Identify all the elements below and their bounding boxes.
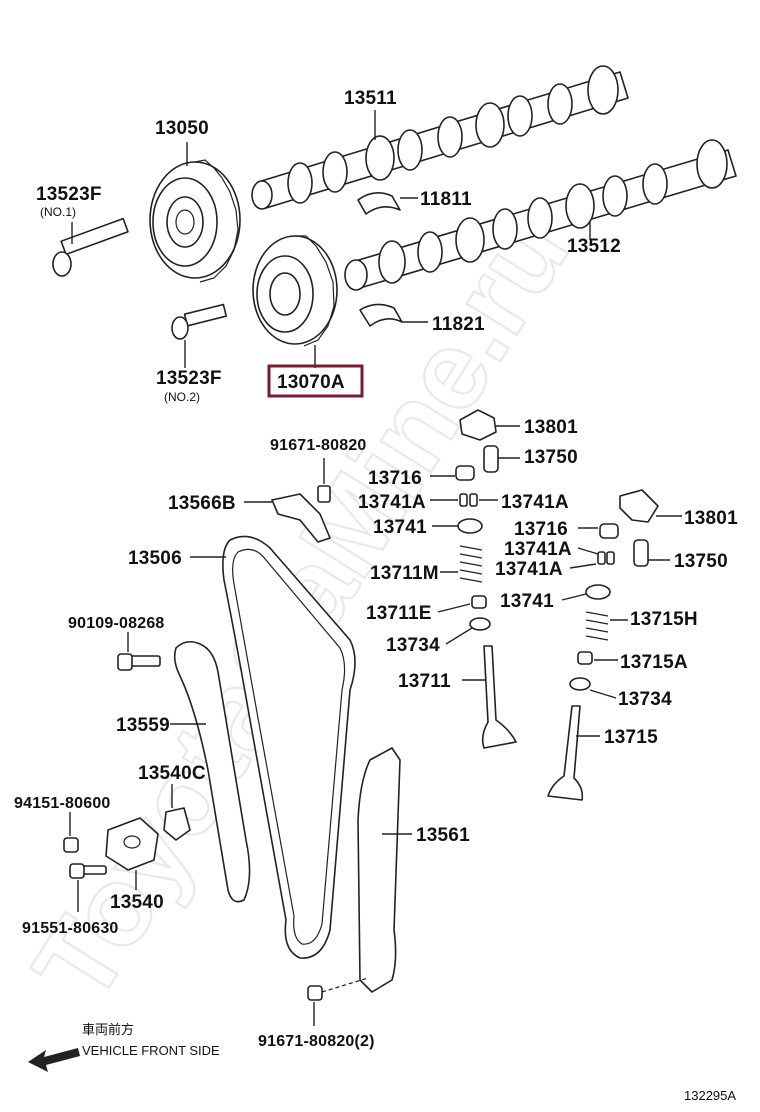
bearing-11821[interactable] bbox=[359, 303, 403, 327]
nut-94151-80600[interactable] bbox=[63, 837, 79, 853]
camshaft-13512[interactable] bbox=[344, 139, 737, 291]
bolt-91671-80820-top[interactable] bbox=[317, 485, 331, 503]
label-13750-b[interactable]: 13750 bbox=[674, 551, 728, 572]
label-13741A-d[interactable]: 13741A bbox=[495, 559, 563, 580]
label-13741-b[interactable]: 13741 bbox=[500, 591, 554, 612]
spring-seat-13734-a[interactable] bbox=[469, 617, 491, 631]
cam-timing-gear-13050[interactable] bbox=[149, 159, 241, 283]
valve-stem-seal-13711E[interactable] bbox=[471, 595, 487, 609]
leader-13741A-c bbox=[577, 547, 599, 555]
label-13801-b[interactable]: 13801 bbox=[684, 508, 738, 529]
label-13741-a[interactable]: 13741 bbox=[373, 517, 427, 538]
label-13523F-no2-sub: (NO.2) bbox=[164, 390, 200, 404]
label-13741A-b[interactable]: 13741A bbox=[501, 492, 569, 513]
label-91551-80630[interactable]: 91551-80630 bbox=[22, 920, 119, 937]
label-13741A-c[interactable]: 13741A bbox=[504, 539, 572, 560]
valve-spring-13715H[interactable] bbox=[585, 611, 609, 641]
label-13801-a[interactable]: 13801 bbox=[524, 417, 578, 438]
label-13715A[interactable]: 13715A bbox=[620, 652, 688, 673]
valve-keeper-13741A-pair[interactable] bbox=[459, 493, 478, 507]
highlight-box-13070A bbox=[267, 364, 364, 398]
label-90109-08268[interactable]: 90109-08268 bbox=[68, 615, 165, 632]
shim-13716-a[interactable] bbox=[455, 465, 475, 481]
label-13540[interactable]: 13540 bbox=[110, 892, 164, 913]
label-13734-a[interactable]: 13734 bbox=[386, 635, 440, 656]
rocker-arm-13801-b[interactable] bbox=[619, 489, 659, 523]
label-91671-80820-2[interactable]: 91671-80820(2) bbox=[258, 1033, 375, 1050]
tensioner-plate-13540C[interactable] bbox=[163, 807, 191, 841]
direction-label-en: VEHICLE FRONT SIDE bbox=[82, 1043, 220, 1058]
label-13734-b[interactable]: 13734 bbox=[618, 689, 672, 710]
label-13716-a[interactable]: 13716 bbox=[368, 468, 422, 489]
label-13561[interactable]: 13561 bbox=[416, 825, 470, 846]
chain-guide-13566B[interactable] bbox=[271, 493, 331, 543]
label-13070A[interactable]: 13070A bbox=[277, 372, 345, 393]
label-13050[interactable]: 13050 bbox=[155, 118, 209, 139]
exhaust-valve-13715[interactable] bbox=[547, 705, 584, 801]
leader-13734-b bbox=[589, 689, 617, 699]
label-13566B[interactable]: 13566B bbox=[168, 493, 236, 514]
chain-guide-13561[interactable] bbox=[357, 747, 401, 993]
chain-tensioner-13540[interactable] bbox=[105, 817, 159, 871]
label-13711M[interactable]: 13711M bbox=[370, 563, 439, 584]
label-13559[interactable]: 13559 bbox=[116, 715, 170, 736]
intake-valve-13711[interactable] bbox=[481, 645, 517, 749]
label-13715H[interactable]: 13715H bbox=[630, 609, 698, 630]
label-13523F-no2[interactable]: 13523F bbox=[156, 368, 222, 389]
figure-id: 132295A bbox=[684, 1088, 736, 1103]
bearing-11811[interactable] bbox=[357, 192, 401, 215]
camshaft-13511[interactable] bbox=[251, 65, 629, 210]
label-13511[interactable]: 13511 bbox=[344, 88, 397, 109]
leader-13734-a bbox=[445, 627, 473, 645]
label-13750-a[interactable]: 13750 bbox=[524, 447, 578, 468]
leader-13741-b bbox=[561, 593, 587, 601]
valve-spring-13711M[interactable] bbox=[459, 545, 483, 583]
label-13716-b[interactable]: 13716 bbox=[514, 519, 568, 540]
leader-13741A-d bbox=[569, 563, 597, 569]
spring-retainer-13741-b[interactable] bbox=[585, 584, 611, 600]
valve-keeper-13741A-right[interactable] bbox=[597, 551, 615, 565]
label-94151-80600[interactable]: 94151-80600 bbox=[14, 795, 111, 812]
leader-13711E bbox=[437, 603, 471, 613]
label-11811[interactable]: 11811 bbox=[420, 189, 472, 210]
valve-stem-seal-13715A[interactable] bbox=[577, 651, 593, 665]
bolt-13523F-no1[interactable] bbox=[52, 217, 129, 277]
label-13711E[interactable]: 13711E bbox=[366, 603, 432, 624]
label-13506[interactable]: 13506 bbox=[128, 548, 182, 569]
label-11821[interactable]: 11821 bbox=[432, 314, 485, 335]
spring-retainer-13741-a[interactable] bbox=[457, 518, 483, 534]
label-13512[interactable]: 13512 bbox=[567, 236, 621, 257]
label-13523F-no1-sub: (NO.1) bbox=[40, 205, 76, 219]
cam-timing-gear-13070A[interactable] bbox=[252, 235, 338, 347]
label-13711[interactable]: 13711 bbox=[398, 671, 451, 692]
label-91671-80820-top[interactable]: 91671-80820 bbox=[270, 437, 367, 454]
bolt-90109-08268[interactable] bbox=[117, 653, 161, 671]
timing-chain-13506[interactable] bbox=[222, 535, 356, 959]
bolt-91551-80630[interactable] bbox=[69, 863, 107, 879]
chain-tensioner-slipper-13559[interactable] bbox=[173, 640, 251, 903]
bolt-91671-80820-bottom[interactable] bbox=[307, 977, 369, 1001]
direction-label-jp: 車両前方 bbox=[82, 1022, 134, 1037]
front-direction-arrow-icon bbox=[28, 1048, 80, 1072]
lash-adjuster-13750-b[interactable] bbox=[633, 539, 649, 567]
label-13540C[interactable]: 13540C bbox=[138, 763, 206, 784]
label-13715[interactable]: 13715 bbox=[604, 727, 658, 748]
spring-seat-13734-b[interactable] bbox=[569, 677, 591, 691]
lash-adjuster-13750-a[interactable] bbox=[483, 445, 499, 473]
label-13523F-no1[interactable]: 13523F bbox=[36, 184, 102, 205]
bolt-13523F-no2[interactable] bbox=[171, 303, 228, 340]
shim-13716-b[interactable] bbox=[599, 523, 619, 539]
rocker-arm-13801-a[interactable] bbox=[459, 409, 497, 441]
label-13741A-a[interactable]: 13741A bbox=[358, 492, 426, 513]
